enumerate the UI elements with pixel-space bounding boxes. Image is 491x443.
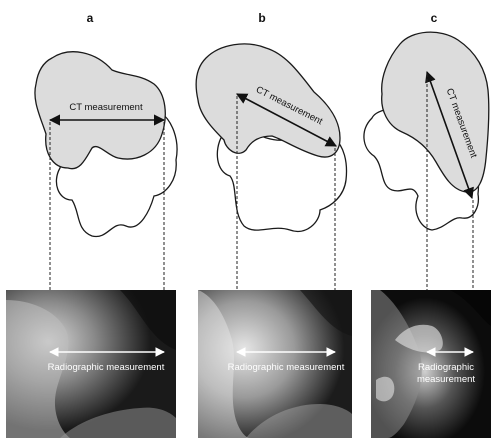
panel-b-letter: b [258,11,265,25]
panel-b-radiograph-label: Radiographic measurement [228,362,345,373]
panel-a-radiograph: Radiographic measurement [6,290,176,438]
panel-c-letter: c [431,11,438,25]
panel-b-radiograph: Radiographic measurement [198,290,352,438]
panel-a-letter: a [87,11,94,25]
panel-c-radiograph-label-line1: Radiographic [418,362,474,373]
panel-a-ct-label: CT measurement [69,102,143,113]
panel-c-radiograph: Radiographic measurement [371,290,491,438]
panel-c-radiograph-label-line2: measurement [417,374,475,385]
panel-a-radiograph-label: Radiographic measurement [48,362,165,373]
panel-c-femoral-head [382,32,489,192]
